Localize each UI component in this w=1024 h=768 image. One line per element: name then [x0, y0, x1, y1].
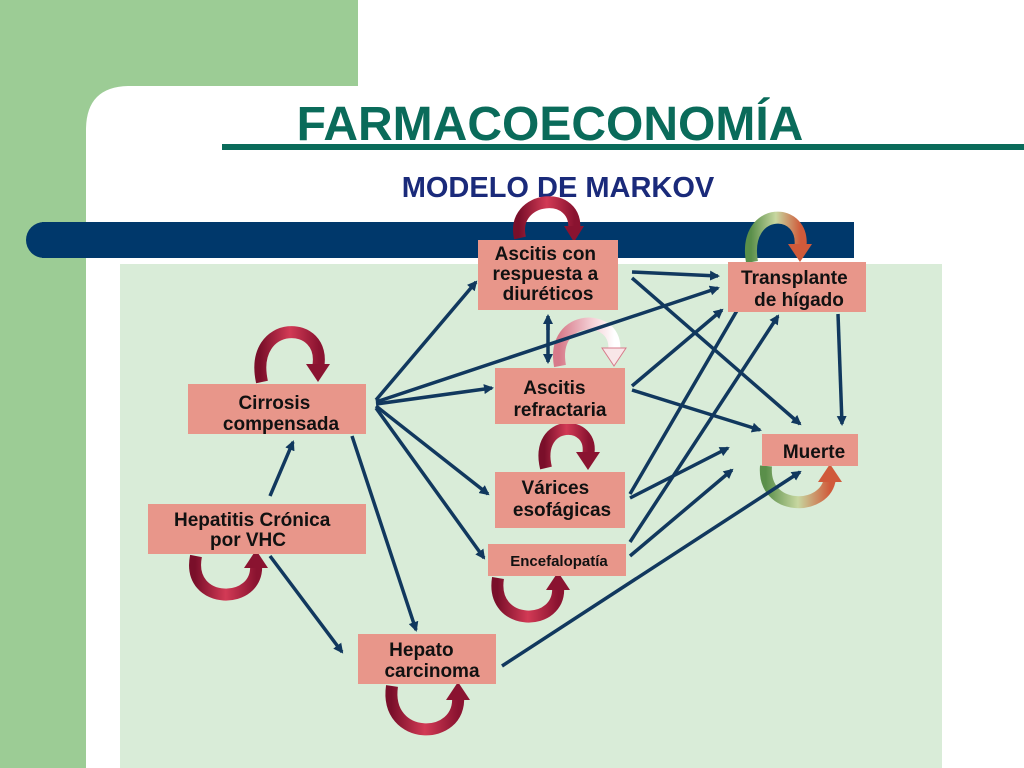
arrow-encefalopatia-muerte [628, 468, 734, 558]
arrow-cirrosis-refractaria [375, 384, 494, 406]
arrow-ascitis-transplante [631, 270, 720, 281]
node-line: por VHC [210, 530, 286, 551]
circular-arrow-icon [385, 682, 470, 736]
node-encefalopatia[interactable]: Encefalopatía [488, 544, 626, 576]
arrow-transplante-muerte [836, 313, 847, 426]
node-ascitis-diureticos[interactable]: Ascitis con respuesta a diuréticos [478, 240, 618, 310]
arrow-hepatocarcinoma-muerte [501, 470, 802, 668]
left-green-band [0, 0, 86, 768]
arrow-cirrosis-hepatocarcinoma [350, 435, 419, 632]
circular-arrow-icon [513, 196, 584, 242]
circular-arrow-icon [744, 211, 812, 264]
circular-arrow-icon [553, 317, 627, 368]
node-line: Cirrosis [238, 393, 310, 414]
node-line: Muerte [783, 442, 845, 463]
node-hepatocarcinoma[interactable]: Hepato carcinoma [358, 634, 496, 684]
transition-arrows [268, 270, 847, 668]
top-green-block [86, 0, 358, 130]
svg-text:Várices esofágicas: Várices esofágicas [513, 478, 611, 521]
svg-text:Transplante de hígado: Transplante de hígado [741, 268, 853, 311]
node-line: esofágicas [513, 500, 611, 521]
node-line: de hígado [754, 290, 844, 311]
node-ascitis-refractaria[interactable]: Ascitis refractaria [495, 368, 625, 424]
node-line: Encefalopatía [510, 553, 608, 570]
node-hepatitis[interactable]: Hepatitis Crónica por VHC [148, 504, 366, 554]
node-line: carcinoma [384, 661, 479, 682]
navy-bar-cap [26, 222, 62, 258]
node-line: respuesta a [493, 264, 599, 285]
arrow-cirrosis-encefalopatia [374, 406, 486, 560]
arrow-cirrosis-ascitis [374, 280, 478, 402]
arrow-cirrosis-varices [374, 404, 490, 496]
svg-text:Ascitis refractaria: Ascitis refractaria [514, 378, 607, 421]
arrow-ascitis-muerte [630, 276, 802, 426]
svg-text:Hepato carcinoma: Hepato carcinoma [384, 640, 479, 682]
self-loops [189, 196, 842, 736]
arrow-refractaria-muerte [631, 388, 762, 433]
node-line: Hepatitis Crónica [174, 510, 331, 531]
svg-text:Hepatitis Crónica por VH: Hepatitis Crónica por VHC [174, 510, 336, 551]
node-line: Ascitis [523, 378, 585, 399]
arrow-hepatitis-cirrosis [268, 440, 295, 497]
node-line: Transplante [741, 268, 848, 289]
node-cirrosis[interactable]: Cirrosis compensada [188, 384, 366, 435]
arrow-encefalopatia-transplante [628, 314, 780, 543]
node-muerte[interactable]: Muerte [762, 434, 858, 466]
arrow-refractaria-transplante [630, 308, 724, 388]
circular-arrow-icon [189, 550, 268, 601]
arrow-varices-muerte [629, 446, 730, 500]
node-transplante[interactable]: Transplante de hígado [728, 262, 866, 312]
page-title: FARMACOECONOMÍA [297, 97, 804, 151]
node-line: refractaria [514, 400, 607, 421]
arrow-hepatitis-hepatocarcinoma [268, 554, 344, 654]
title-underline [222, 144, 1024, 150]
circular-arrow-icon [254, 326, 330, 384]
node-varices[interactable]: Várices esofágicas [495, 472, 625, 528]
node-line: diuréticos [503, 284, 594, 305]
svg-text:Encefalopatía: Encefalopatía [510, 553, 608, 570]
circular-arrow-icon [491, 572, 570, 623]
svg-text:Ascitis con respuesta a: Ascitis con respuesta a diuréticos [493, 244, 604, 305]
svg-text:Muerte: Muerte [783, 442, 845, 463]
navy-bar [42, 222, 854, 258]
node-line: Várices [522, 478, 590, 499]
arrow-varices-transplante [628, 300, 744, 495]
circular-arrow-icon [538, 422, 600, 470]
circular-arrow-icon [759, 464, 842, 509]
node-line: Hepato [389, 640, 453, 661]
node-line: Ascitis con [495, 244, 596, 265]
node-line: compensada [223, 414, 340, 435]
svg-text:Cirrosis compensada: Cirrosis compensada [223, 393, 340, 435]
